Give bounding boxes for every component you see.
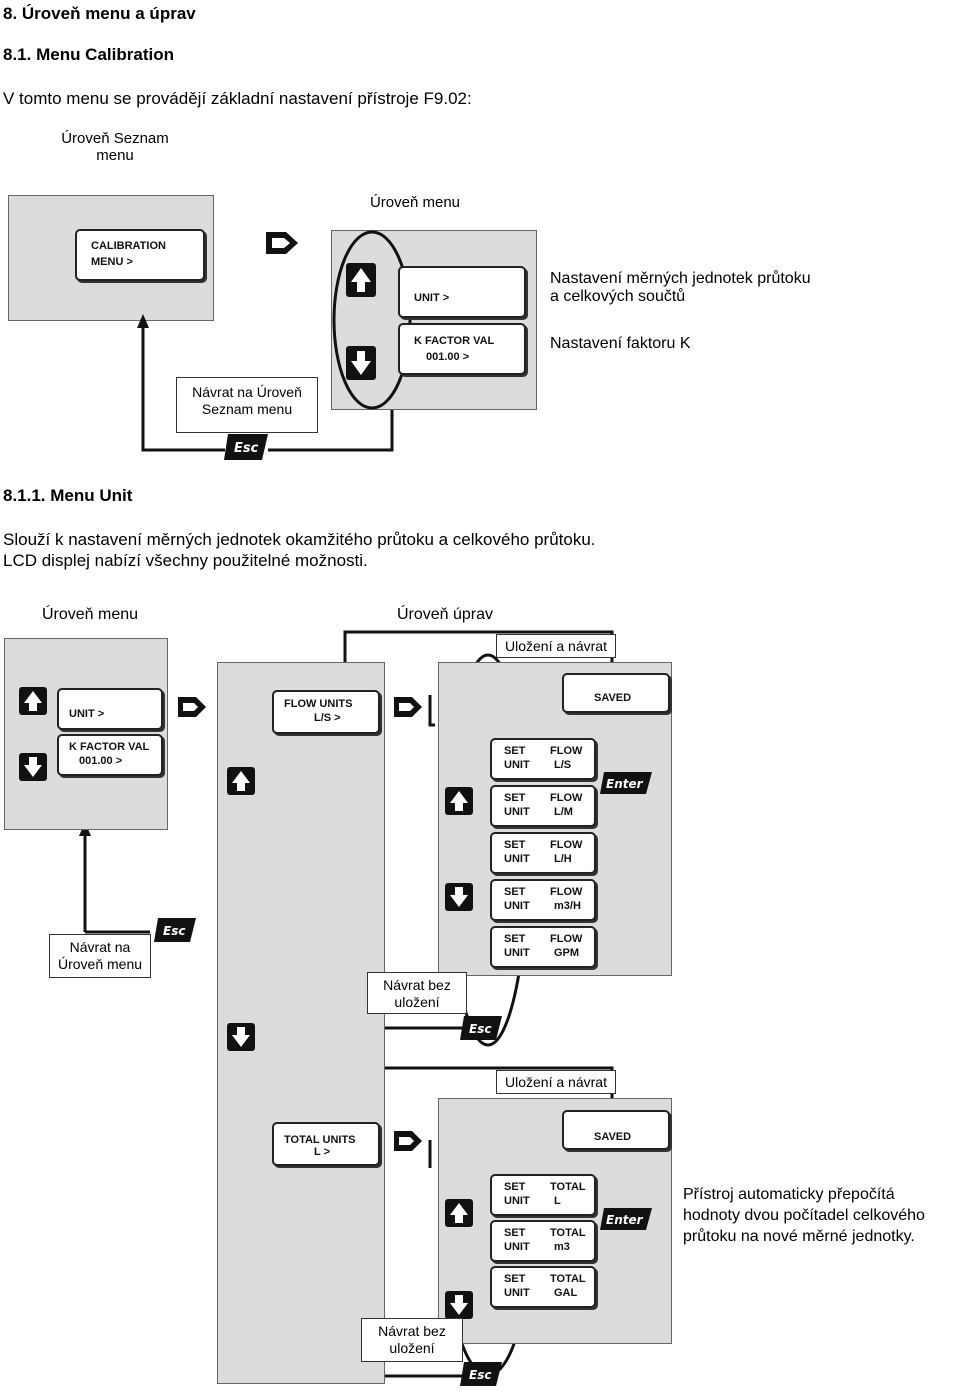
total-option-screen: SET TOTAL UNIT GAL <box>490 1266 596 1308</box>
total-option-name: TOTAL <box>550 1273 586 1285</box>
flow-option-name: FLOW <box>550 745 583 757</box>
total-option-screen: SET TOTAL UNIT L <box>490 1174 596 1216</box>
right-key-icon[interactable] <box>264 228 300 263</box>
flow-option-value: m3/H <box>554 900 581 912</box>
flow-option-screen: SET FLOW UNIT m3/H <box>490 879 596 921</box>
flow-option-name: FLOW <box>550 792 583 804</box>
up-key-icon-4[interactable] <box>444 786 474 821</box>
flow-option-value: GPM <box>554 947 580 959</box>
flow-option-unit: UNIT <box>504 947 530 959</box>
flow-option-value: L/H <box>554 853 572 865</box>
flow-option-value: L/S <box>554 759 572 771</box>
saved-screen-2: SAVED <box>562 1110 670 1150</box>
unit-desc-line2: LCD displej nabízí všechny použitelné mo… <box>3 551 368 570</box>
flow-option-name: FLOW <box>550 933 583 945</box>
total-option-value: L <box>554 1195 561 1207</box>
flow-units-screen: FLOW UNITS L/S > <box>272 690 380 734</box>
down-key-icon[interactable] <box>345 345 377 386</box>
up-key-icon-5[interactable] <box>444 1198 474 1233</box>
level-menu-label-2: Úroveň menu <box>41 606 139 623</box>
level-edit-label: Úroveň úprav <box>396 606 494 623</box>
save-return-box-1: Uložení a návrat <box>496 634 616 658</box>
flow-option-value: L/M <box>554 806 573 818</box>
right-key-icon-2[interactable] <box>176 694 208 725</box>
flow-option-unit: UNIT <box>504 759 530 771</box>
total-units-screen: TOTAL UNITS L > <box>272 1122 380 1166</box>
flow-option-set: SET <box>504 745 526 757</box>
flow-option-unit: UNIT <box>504 900 530 912</box>
total-option-screen: SET TOTAL UNIT m3 <box>490 1220 596 1262</box>
down-key-icon-5[interactable] <box>444 1290 474 1325</box>
subsection-heading: 8.1. Menu Calibration <box>3 45 174 64</box>
flow-option-screen: SET FLOW UNIT L/M <box>490 785 596 827</box>
svg-text:Esc: Esc <box>163 924 185 938</box>
flow-option-screen: SET FLOW UNIT L/S <box>490 738 596 780</box>
esc-key-icon[interactable]: Esc <box>222 432 270 467</box>
esc-key-icon-3[interactable]: Esc <box>458 1014 504 1047</box>
flow-option-name: FLOW <box>550 886 583 898</box>
save-return-box-2: Uložení a návrat <box>496 1070 616 1094</box>
down-key-icon-3[interactable] <box>226 1022 256 1057</box>
esc-key-icon-2[interactable]: Esc <box>152 916 198 949</box>
level-menu-label: Úroveň menu <box>369 194 461 211</box>
flow-option-set: SET <box>504 886 526 898</box>
unit-screen-2: UNIT > <box>57 688 163 730</box>
svg-text:Esc: Esc <box>469 1022 491 1036</box>
flow-option-unit: UNIT <box>504 806 530 818</box>
desc-kfactor: Nastavení faktoru K <box>550 335 691 352</box>
intro-text: V tomto menu se provádějí základní nasta… <box>3 89 472 108</box>
total-option-unit: UNIT <box>504 1287 530 1299</box>
total-option-value: m3 <box>554 1241 570 1253</box>
enter-key-icon-1[interactable]: Enter <box>598 770 654 801</box>
up-key-icon-3[interactable] <box>226 766 256 801</box>
down-key-icon-2[interactable] <box>18 752 48 787</box>
unit-screen: UNIT > <box>398 266 526 318</box>
saved-screen-1: SAVED <box>562 673 670 713</box>
enter-key-icon-2[interactable]: Enter <box>598 1206 654 1237</box>
section-heading: 8. Úroveň menu a úprav <box>3 4 196 23</box>
total-option-name: TOTAL <box>550 1181 586 1193</box>
svg-text:Esc: Esc <box>469 1368 491 1382</box>
flow-option-name: FLOW <box>550 839 583 851</box>
total-option-unit: UNIT <box>504 1241 530 1253</box>
flow-option-screen: SET FLOW UNIT L/H <box>490 832 596 874</box>
total-option-set: SET <box>504 1227 526 1239</box>
flow-option-set: SET <box>504 933 526 945</box>
unit-desc-line1: Slouží k nastavení měrných jednotek okam… <box>3 530 596 549</box>
svg-text:Enter: Enter <box>606 777 644 791</box>
total-option-unit: UNIT <box>504 1195 530 1207</box>
svg-text:Esc: Esc <box>234 441 259 456</box>
total-option-set: SET <box>504 1273 526 1285</box>
total-option-name: TOTAL <box>550 1227 586 1239</box>
up-key-icon-2[interactable] <box>18 686 48 721</box>
flow-option-screen: SET FLOW UNIT GPM <box>490 926 596 968</box>
total-option-value: GAL <box>554 1287 578 1299</box>
flow-option-unit: UNIT <box>504 853 530 865</box>
right-key-icon-4[interactable] <box>392 1128 424 1159</box>
down-key-icon-4[interactable] <box>444 882 474 917</box>
total-option-set: SET <box>504 1181 526 1193</box>
recalc-note: Přístroj automaticky přepočítá hodnoty d… <box>683 1186 925 1245</box>
right-key-icon-3[interactable] <box>392 694 424 725</box>
unit-heading: 8.1.1. Menu Unit <box>3 486 133 505</box>
calibration-menu-screen: CALIBRATION MENU > <box>75 229 205 281</box>
up-key-icon[interactable] <box>345 262 377 303</box>
svg-text:Enter: Enter <box>606 1213 644 1227</box>
k-factor-screen-2: K FACTOR VAL 001.00 > <box>57 734 163 776</box>
esc-key-icon-4[interactable]: Esc <box>458 1360 504 1393</box>
flow-option-set: SET <box>504 839 526 851</box>
k-factor-screen: K FACTOR VAL 001.00 > <box>398 323 526 375</box>
flow-option-set: SET <box>504 792 526 804</box>
